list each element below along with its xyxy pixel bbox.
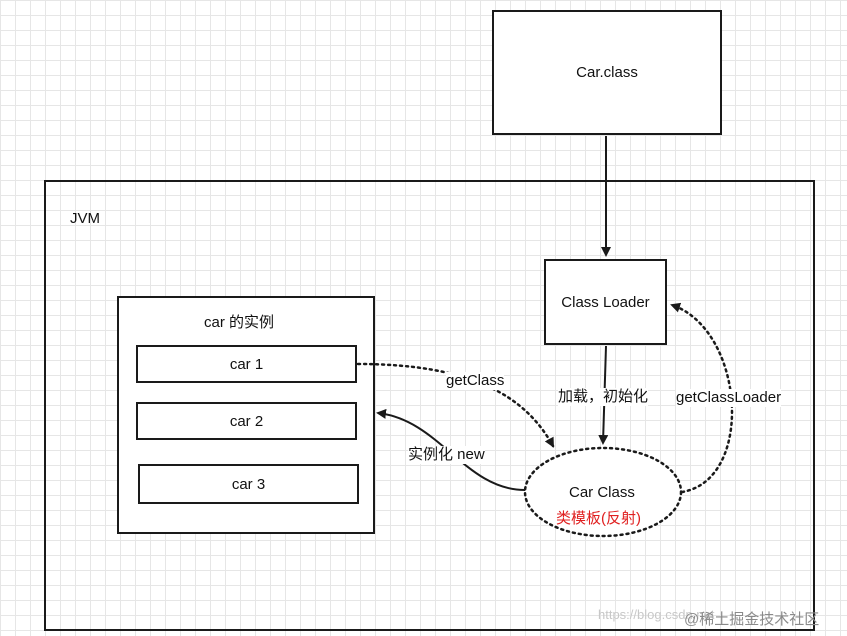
class-loader-box: Class Loader: [544, 259, 667, 345]
instance-box-car-3: car 3: [138, 464, 359, 504]
jvm-container: [44, 180, 815, 631]
watermark-text: @稀土掘金技术社区: [684, 611, 820, 628]
instance-box-car-1: car 1: [136, 345, 357, 383]
edge-label-get-class-loader: getClassLoader: [676, 389, 782, 407]
edge-label-instantiate: 实例化 new: [408, 446, 485, 464]
instance-box-car-2: car 2: [136, 402, 357, 440]
edge-label-get-class: getClass: [446, 372, 505, 390]
instances-title: car 的实例: [204, 314, 275, 331]
instance-label: car 1: [229, 355, 264, 373]
car-class-label: Car Class: [569, 484, 635, 501]
jvm-label: JVM: [70, 210, 100, 227]
car-class-file-label: Car.class: [576, 64, 638, 81]
watermark-faded: https://blog.csdn.net: [598, 607, 715, 622]
class-loader-label: Class Loader: [561, 293, 650, 311]
edge-label-load-init: 加载，初始化: [558, 388, 649, 406]
arrow-get-class-loader: [670, 302, 734, 494]
car-class-file-box: Car.class: [492, 10, 722, 135]
instance-label: car 3: [231, 475, 266, 493]
instance-label: car 2: [229, 412, 264, 430]
class-template-label: 类模板(反射): [556, 510, 641, 527]
